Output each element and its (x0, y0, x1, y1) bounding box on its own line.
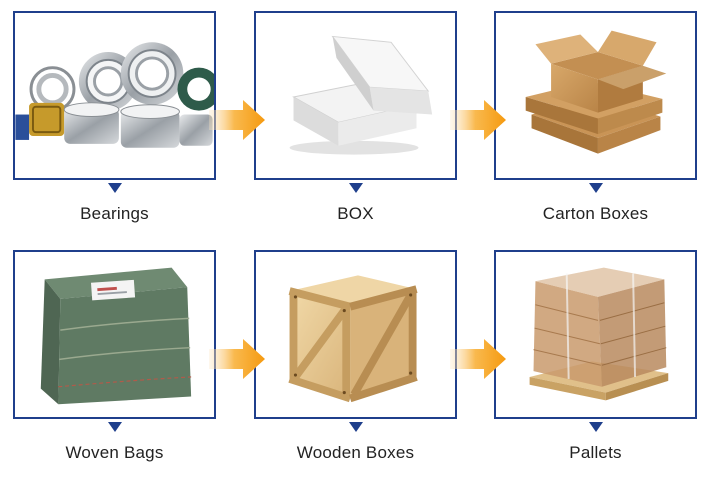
step-card-wooden-boxes (254, 250, 457, 419)
arrow-right-icon (450, 100, 506, 140)
pointer-triangle-2 (349, 183, 363, 193)
step-label-woven-bags: Woven Bags (65, 443, 164, 462)
step-card-pallets (494, 250, 697, 419)
step-card-bearings (13, 11, 216, 180)
carton-boxes-image (496, 13, 695, 178)
step-label-box: BOX (337, 204, 374, 223)
pointer-triangle-3 (589, 183, 603, 193)
step-label-pallets: Pallets (569, 443, 622, 462)
step-label-carton-boxes: Carton Boxes (542, 204, 649, 223)
step-card-woven-bags (13, 250, 216, 419)
pointer-triangle-4 (108, 422, 122, 432)
step-label-bearings: Bearings (80, 204, 149, 223)
white-box-image (256, 13, 455, 178)
pointer-triangle-1 (108, 183, 122, 193)
wooden-crate-image (256, 252, 455, 417)
woven-bag-image (15, 252, 214, 417)
arrow-right-icon (209, 339, 265, 379)
pallet-image (496, 252, 695, 417)
bearings-image (15, 13, 214, 178)
pointer-triangle-5 (349, 422, 363, 432)
step-label-wooden-boxes: Wooden Boxes (296, 443, 415, 462)
step-card-carton-boxes (494, 11, 697, 180)
pointer-triangle-6 (589, 422, 603, 432)
arrow-right-icon (209, 100, 265, 140)
step-card-box (254, 11, 457, 180)
arrow-right-icon (450, 339, 506, 379)
